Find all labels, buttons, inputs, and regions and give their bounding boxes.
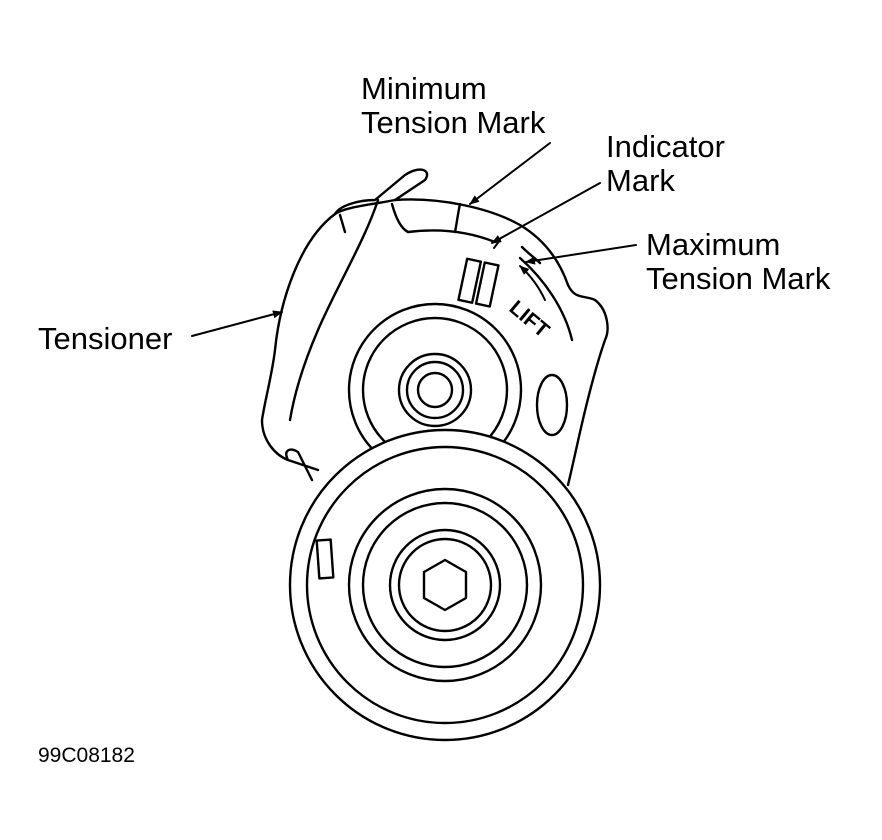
maximum-tension-mark-line2: Tension Mark: [646, 261, 831, 296]
minimum-tension-mark-line2: Tension Mark: [361, 105, 546, 140]
maximum-tension-mark-label: Maximum Tension Mark: [646, 228, 830, 296]
idler-pulley: [288, 428, 602, 742]
hex-bolt-icon: [422, 558, 468, 612]
minimum-tension-mark-label: Minimum Tension Mark: [361, 72, 545, 140]
indicator-mark-line1: Indicator: [606, 129, 725, 164]
figure-id: 99C08182: [38, 744, 135, 767]
lift-text: LIFT: [505, 296, 554, 342]
minimum-tension-mark-line1: Minimum: [361, 71, 487, 106]
indicator-mark-label: Indicator Mark: [606, 130, 725, 198]
tensioner-label: Tensioner: [38, 321, 173, 356]
leader-lines: [191, 142, 637, 337]
indicator-mark-line2: Mark: [606, 163, 675, 198]
maximum-tension-mark-line1: Maximum: [646, 227, 781, 262]
tensioner-bracket: LIFT: [260, 168, 609, 487]
